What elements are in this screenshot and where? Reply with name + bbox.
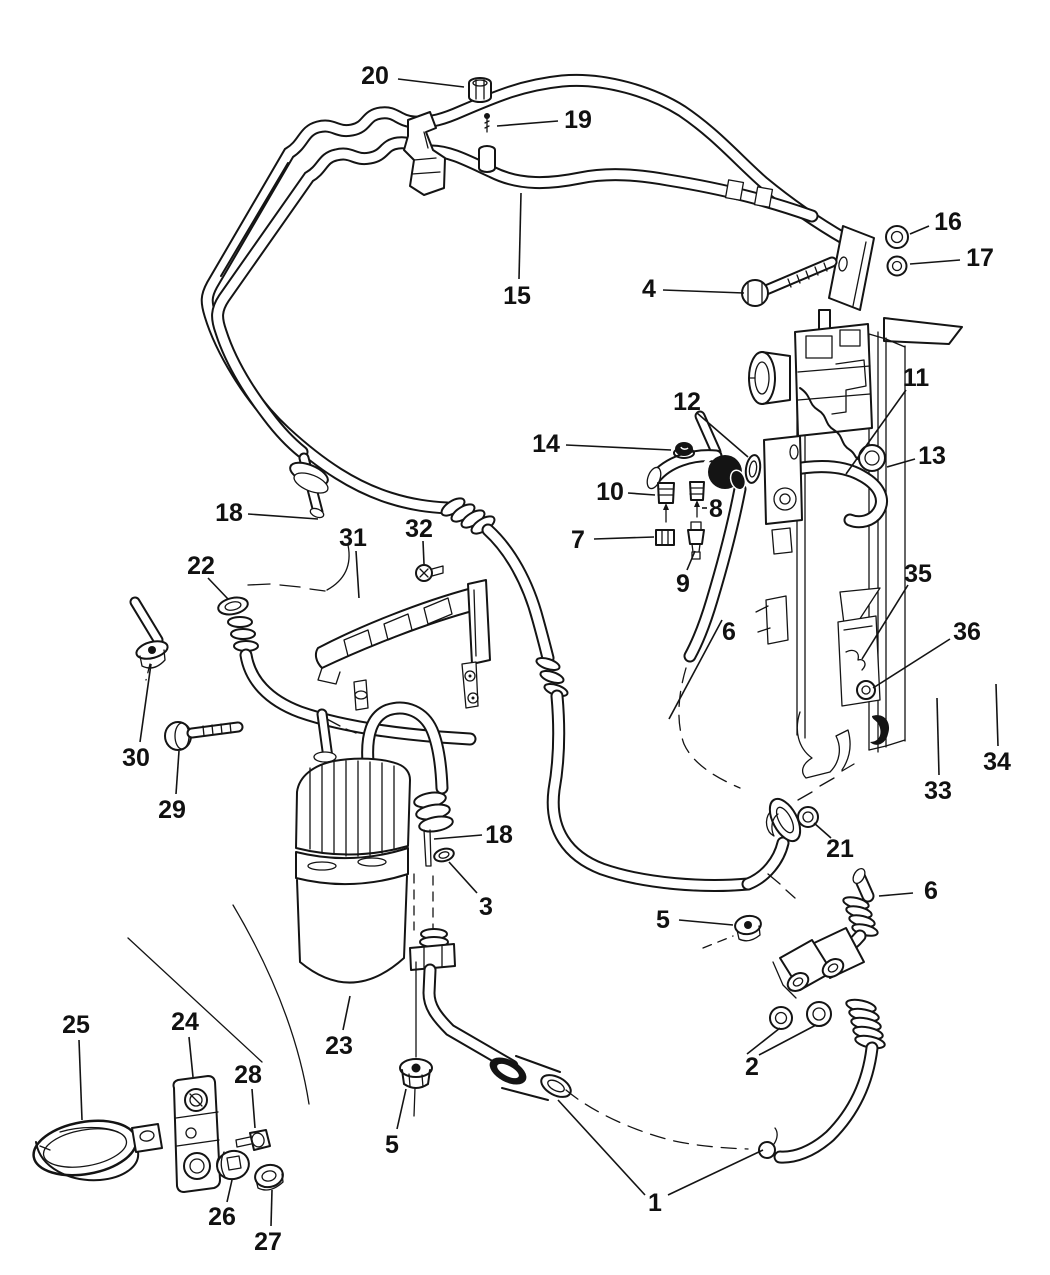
hose-6-upper: [678, 482, 747, 789]
callout-label-16-4: 16: [934, 208, 962, 236]
callout-leader-12-7: [696, 412, 749, 458]
callout-leader-19-1: [496, 120, 559, 127]
callout-leader-2-36: [746, 1027, 781, 1055]
accumulator-assembly: [295, 701, 572, 1117]
callout-leader-31-21: [355, 550, 360, 599]
callout-label-18-26: 18: [485, 821, 513, 849]
callout-leader-25-29: [78, 1039, 83, 1121]
callout-leader-7-12: [593, 536, 655, 540]
callout-leader-29-25: [175, 750, 180, 795]
callout-leader-18-20: [247, 513, 319, 520]
callout-leader-5-37: [678, 919, 734, 926]
bracket-31: [314, 564, 491, 711]
callout-leader-18-26: [433, 834, 483, 840]
callout-leader-6-14: [668, 619, 723, 720]
callout-leader-5-34: [396, 1088, 407, 1130]
callout-label-26-32: 26: [208, 1203, 236, 1231]
callout-label-13-8: 13: [918, 442, 946, 470]
boundary-curves: [127, 904, 310, 1105]
callout-label-6-38: 6: [924, 877, 938, 905]
callout-leader-3-27: [448, 861, 478, 894]
callout-label-21-19: 21: [826, 835, 854, 863]
callout-leader-27-33: [270, 1189, 273, 1227]
callout-leader-32-22: [422, 540, 425, 565]
bottom-left-hardware: [32, 1075, 284, 1193]
liquid-line-run: [440, 497, 855, 892]
callout-leader-2-36: [758, 1024, 817, 1056]
callout-label-30-24: 30: [122, 744, 150, 772]
callout-label-27-33: 27: [254, 1228, 282, 1256]
callout-leader-4-3: [662, 289, 745, 294]
callout-leader-28-31: [251, 1088, 256, 1129]
callout-label-12-7: 12: [673, 388, 701, 416]
callout-leader-14-9: [565, 444, 672, 451]
callout-label-7-12: 7: [571, 526, 585, 554]
callout-label-10-10: 10: [596, 478, 624, 506]
callout-leader-35-15: [861, 584, 909, 660]
hose-1-route: [565, 1089, 778, 1159]
callout-label-9-13: 9: [676, 570, 690, 598]
callout-label-4-3: 4: [642, 275, 656, 303]
callout-label-36-16: 36: [953, 618, 981, 646]
callout-leader-13-8: [886, 458, 916, 468]
callout-label-18-20: 18: [215, 499, 243, 527]
callout-leader-26-32: [226, 1179, 233, 1203]
callout-label-15-2: 15: [503, 282, 531, 310]
callout-leader-11-6: [845, 389, 907, 475]
condenser-assembly: [748, 309, 963, 779]
callout-label-22-23: 22: [187, 552, 215, 580]
callout-label-24-30: 24: [171, 1008, 199, 1036]
manifold-hose-group: [702, 867, 886, 1164]
callout-leader-6-38: [878, 892, 914, 897]
callout-label-19-1: 19: [564, 106, 592, 134]
callout-label-8-11: 8: [709, 495, 723, 523]
valve-cluster: [646, 410, 762, 560]
callout-label-20-0: 20: [361, 62, 389, 90]
callout-label-23-28: 23: [325, 1032, 353, 1060]
callout-label-1-35: 1: [648, 1189, 662, 1217]
callout-label-31-21: 31: [339, 524, 367, 552]
callout-leader-33-18: [936, 697, 940, 776]
callout-leader-30-24: [139, 663, 152, 743]
top-line-assembly: [200, 73, 852, 519]
callout-leader-17-5: [909, 259, 961, 265]
callout-label-5-37: 5: [656, 906, 670, 934]
callout-leader-21-19: [813, 822, 832, 839]
callout-label-14-9: 14: [532, 430, 560, 458]
callout-label-28-31: 28: [234, 1061, 262, 1089]
callout-leader-23-28: [342, 995, 351, 1031]
callout-label-3-27: 3: [479, 893, 493, 921]
callout-leader-20-0: [397, 78, 465, 88]
callout-label-34-17: 34: [983, 748, 1011, 776]
callout-leader-1-35: [557, 1099, 646, 1196]
callout-label-25-29: 25: [62, 1011, 90, 1039]
callout-leader-24-30: [188, 1036, 194, 1078]
callout-label-35-15: 35: [904, 560, 932, 588]
inlet-fitting-group: [741, 225, 909, 311]
callout-leader-22-23: [207, 577, 229, 600]
callout-label-6-14: 6: [722, 618, 736, 646]
callout-leader-9-13: [686, 550, 696, 571]
callout-label-2-36: 2: [745, 1053, 759, 1081]
callout-label-32-22: 32: [405, 515, 433, 543]
callout-leader-10-10: [627, 492, 656, 496]
callout-leader-16-4: [909, 225, 930, 235]
callout-label-33-18: 33: [924, 777, 952, 805]
callout-label-5-34: 5: [385, 1131, 399, 1159]
callout-leader-34-17: [995, 683, 999, 747]
callout-leader-15-2: [518, 192, 522, 280]
callout-label-11-6: 11: [903, 364, 930, 392]
callout-leader-1-35: [667, 1149, 764, 1196]
callout-label-17-5: 17: [966, 244, 994, 272]
left-pipe-group: [129, 544, 477, 751]
callout-label-29-25: 29: [158, 796, 186, 824]
callout-leader-36-16: [872, 638, 951, 689]
